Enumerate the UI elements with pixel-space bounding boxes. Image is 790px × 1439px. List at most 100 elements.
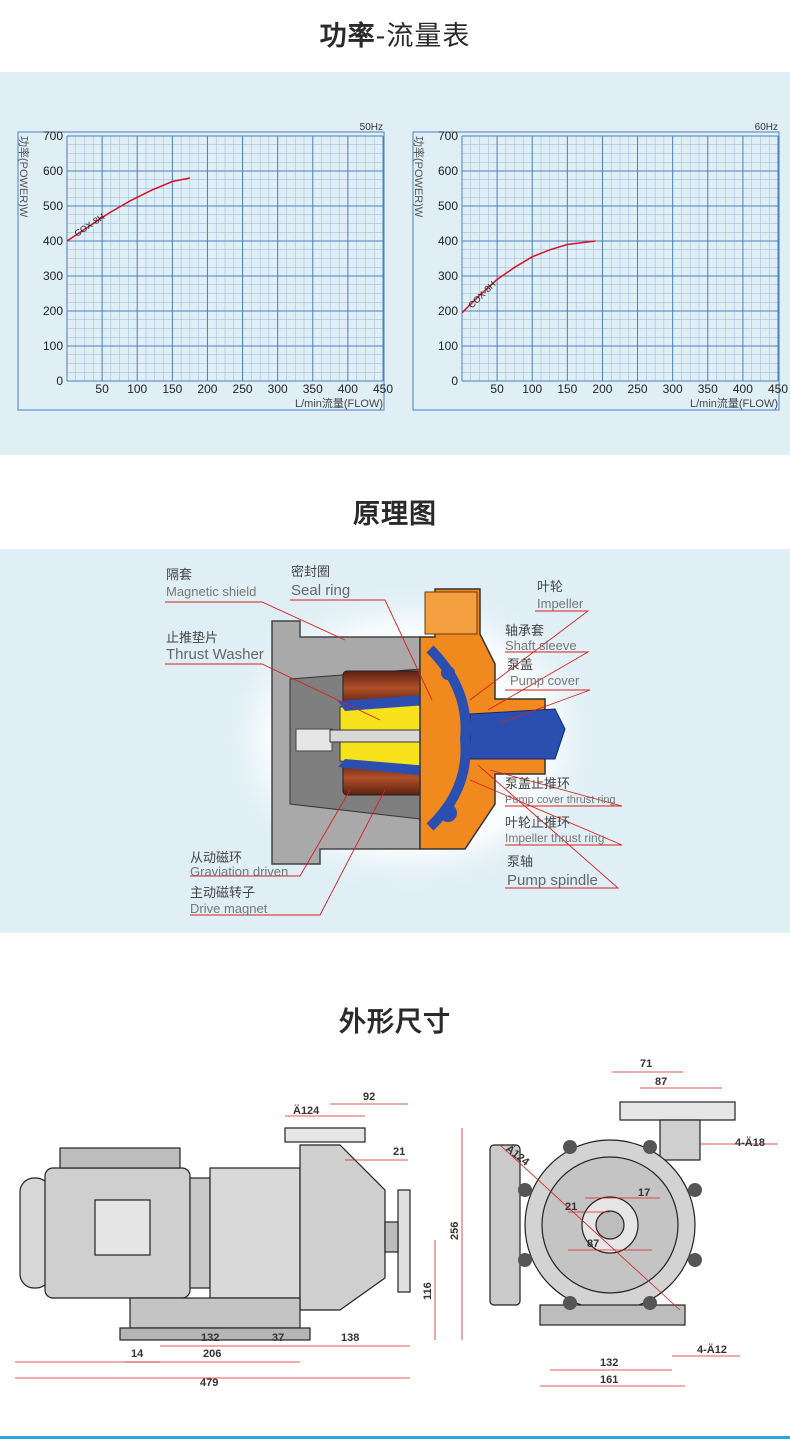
y-tick-label: 400 (438, 234, 458, 248)
label-impeller-en: Impeller (537, 596, 584, 611)
frequency-label: 50Hz (360, 122, 383, 133)
side-dim-206: 206 (203, 1348, 221, 1360)
x-axis-label: L/min流量(FLOW) (690, 396, 778, 410)
x-tick-label: 50 (95, 382, 109, 396)
impeller-vane-bottom (439, 804, 457, 822)
side-dim-92: 92 (363, 1091, 375, 1103)
front-dim-17: 17 (638, 1187, 650, 1199)
x-tick-label: 450 (768, 382, 788, 396)
label-impeller-thrust-cn: 叶轮止推环 (505, 815, 570, 830)
side-dim-lines (15, 1103, 463, 1379)
label-driven-en: Graviation driven (190, 864, 288, 879)
base-plate-side (119, 1327, 311, 1341)
side-dim-21: 21 (393, 1146, 405, 1158)
side-dim-37: 37 (272, 1332, 284, 1344)
x-tick-label: 300 (268, 382, 288, 396)
power-flow-title-rest: -流量表 (375, 21, 471, 52)
x-axis-label: L/min流量(FLOW) (295, 396, 383, 410)
x-tick-label: 300 (663, 382, 683, 396)
label-pump-cover-en: Pump cover (510, 673, 580, 688)
x-tick-label: 450 (373, 382, 393, 396)
label-shaft-sleeve-en: Shaft sleeve (505, 638, 577, 653)
label-magnetic-shield-cn: 隔套 (166, 567, 192, 582)
label-pump-spindle-en: Pump spindle (507, 872, 598, 889)
x-tick-label: 350 (698, 382, 718, 396)
side-dim-124: Ä124 (293, 1104, 320, 1117)
bolt-holes-front (518, 1140, 702, 1310)
dimension-drawings: Ä124 92 21 256 116 14 132 37 138 206 479… (15, 1058, 778, 1389)
label-impeller-cn: 叶轮 (537, 579, 563, 594)
shield-ring-top (338, 694, 440, 711)
label-shaft-sleeve-cn: 轴承套 (505, 623, 544, 638)
x-tick-label: 250 (233, 382, 253, 396)
series-label: COX-8H (73, 212, 107, 239)
series-line (66, 177, 191, 242)
dimensions-title: 外形尺寸 (339, 1007, 451, 1038)
front-dim-71: 71 (640, 1058, 652, 1070)
front-dim-87: 87 (587, 1238, 599, 1250)
motor-terminal-box (59, 1147, 181, 1169)
side-view (19, 1127, 411, 1341)
y-tick-label: 200 (43, 304, 63, 318)
x-tick-label: 100 (522, 382, 542, 396)
label-cover-thrust-en: Pump cover thrust ring (505, 794, 616, 806)
label-impeller-thrust-en: Impeller thrust ring (505, 831, 604, 845)
front-dim-161: 161 (600, 1374, 618, 1386)
label-seal-ring-en: Seal ring (291, 582, 350, 599)
y-tick-label: 700 (438, 129, 458, 143)
x-tick-label: 200 (592, 382, 612, 396)
front-dim-4a18: 4-Ä18 (735, 1136, 765, 1149)
base-plate-front (539, 1304, 686, 1326)
y-axis-label: 功率(POWER)W (412, 136, 426, 218)
side-dim-138: 138 (341, 1332, 359, 1344)
y-tick-label: 300 (43, 269, 63, 283)
x-tick-label: 250 (628, 382, 648, 396)
x-tick-label: 50 (490, 382, 504, 396)
side-dim-132: 132 (201, 1332, 219, 1344)
chart-band: 50 100 150 200 250 300 350 400 450 0 100 200 300 400 5… (0, 72, 790, 455)
side-dim-14: 14 (131, 1348, 144, 1360)
x-tick-label: 150 (162, 382, 182, 396)
y-tick-label: 600 (438, 164, 458, 178)
x-tick-label: 100 (127, 382, 147, 396)
y-tick-label: 500 (438, 199, 458, 213)
label-pump-spindle-cn: 泵轴 (507, 854, 533, 869)
pump-head-side (299, 1144, 386, 1311)
front-view (489, 1101, 736, 1326)
inlet-bore-front (595, 1210, 625, 1240)
label-thrust-washer-en: Thrust Washer (166, 646, 264, 663)
principle-title: 原理图 (353, 499, 437, 530)
chart-frame (412, 131, 780, 411)
front-dim-21: 21 (565, 1201, 577, 1213)
side-dim-479: 479 (200, 1377, 218, 1389)
label-thrust-washer-cn: 止推垫片 (166, 630, 218, 645)
y-tick-label: 100 (438, 339, 458, 353)
principle-band: 隔套 Magnetic shield 密封圈 Seal ring 止推垫片 Th… (0, 549, 790, 933)
y-tick-label: 600 (43, 164, 63, 178)
front-dim-132: 132 (600, 1357, 618, 1369)
outlet-flange-side (284, 1127, 366, 1143)
y-tick-label: 0 (451, 374, 458, 388)
side-dim-256: 256 (449, 1222, 461, 1240)
label-seal-ring-cn: 密封圈 (291, 564, 330, 579)
y-tick-label: 500 (43, 199, 63, 213)
motor-nameplate (94, 1199, 151, 1256)
power-flow-title-main: 功率 (319, 21, 376, 52)
motor-side-front (489, 1144, 521, 1306)
bottom-accent-line (0, 1436, 790, 1439)
outlet-pipe-front (659, 1119, 701, 1161)
label-drive-cn: 主动磁转子 (190, 885, 255, 900)
x-tick-label: 400 (338, 382, 358, 396)
front-dim-4a12: 4-Ä12 (697, 1343, 727, 1356)
y-tick-label: 0 (56, 374, 63, 388)
y-tick-label: 700 (43, 129, 63, 143)
label-drive-en: Drive magnet (190, 901, 268, 916)
chart-frame (17, 131, 385, 411)
label-magnetic-shield-en: Magnetic shield (166, 584, 256, 599)
base-frame-side (129, 1297, 301, 1329)
motor-flange (189, 1177, 211, 1289)
label-driven-cn: 从动磁环 (190, 850, 242, 865)
power-flow-title: 功率-流量表 (0, 14, 790, 53)
